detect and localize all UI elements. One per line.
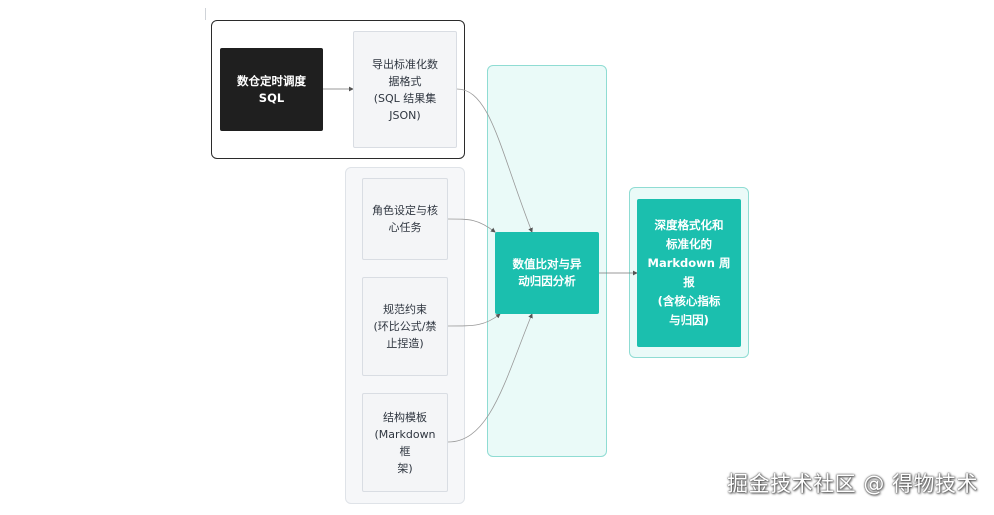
node-export-format-line: (SQL 结果集: [373, 91, 437, 105]
node-template: 结构模板 (Markdown 框 架): [362, 393, 448, 492]
node-compare-analysis-line: 动归因分析: [518, 274, 576, 288]
node-template-line: 结构模板: [383, 410, 427, 424]
node-weekly-report-line: 报: [683, 275, 695, 289]
node-scheduled-sql: 数仓定时调度 SQL: [220, 48, 323, 131]
node-template-line: (Markdown 框: [374, 427, 436, 458]
node-rules: 规范约束 (环比公式/禁 止捏造): [362, 277, 448, 376]
node-export-format-line: 据格式: [388, 74, 422, 88]
node-weekly-report-line: 深度格式化和: [654, 218, 724, 232]
node-weekly-report-line: (含核心指标: [657, 294, 721, 308]
node-scheduled-sql-line: 数仓定时调度: [237, 73, 306, 88]
watermark: 掘金技术社区 @ 得物技术: [727, 472, 978, 496]
node-scheduled-sql-line: SQL: [258, 90, 285, 105]
node-rules-line: 止捏造): [386, 337, 424, 350]
node-export-format-line: 导出标准化数: [372, 57, 438, 71]
node-rules-line: 规范约束: [383, 303, 427, 316]
node-weekly-report-line: 标准化的: [665, 237, 712, 251]
node-weekly-report-line: 与归因): [669, 313, 709, 327]
node-export-format: 导出标准化数 据格式 (SQL 结果集 JSON): [353, 31, 457, 148]
node-role-task-line: 心任务: [388, 221, 422, 234]
node-compare-analysis: 数值比对与异 动归因分析: [495, 232, 599, 314]
node-export-format-line: JSON): [389, 108, 421, 122]
node-weekly-report-line: Markdown 周: [647, 256, 731, 270]
node-weekly-report: 深度格式化和 标准化的 Markdown 周 报 (含核心指标 与归因): [637, 199, 741, 347]
node-template-line: 架): [397, 461, 413, 475]
node-role-task-line: 角色设定与核: [372, 204, 438, 217]
node-role-task: 角色设定与核 心任务: [362, 178, 448, 260]
node-rules-line: (环比公式/禁: [373, 320, 437, 333]
corner-mark: [205, 8, 209, 20]
node-compare-analysis-line: 数值比对与异: [512, 257, 582, 271]
